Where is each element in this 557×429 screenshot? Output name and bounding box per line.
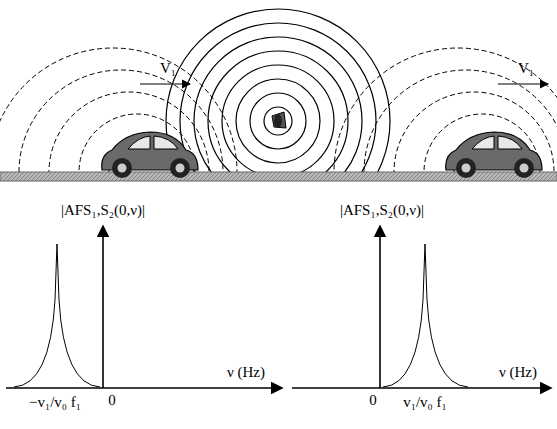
sound-waves [0, 9, 557, 172]
tick-label: 0 [369, 392, 377, 409]
car-left [102, 132, 198, 178]
axis-label: ν (Hz) [227, 364, 265, 381]
axis-label: |AFS₁,S₂(0,ν)| [61, 202, 145, 219]
tick-label: 0 [108, 392, 116, 409]
velocity-label: V₁ [160, 60, 176, 77]
tick-label: −v₁/v₀ f₁ [29, 394, 81, 411]
axis-label: |AFS₁,S₂(0,ν)| [340, 202, 424, 219]
velocity-arrows [140, 83, 548, 84]
speaker [272, 112, 286, 128]
plot-axes [6, 226, 551, 388]
axis-label: ν (Hz) [499, 364, 537, 381]
velocity-label: V₁ [518, 60, 534, 77]
car-right [446, 132, 542, 178]
tick-label: v₁/v₀ f₁ [403, 394, 447, 411]
spectrum-peaks [14, 244, 468, 387]
